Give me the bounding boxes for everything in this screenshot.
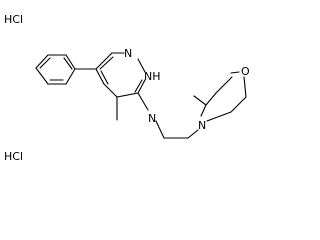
bond	[137, 92, 149, 111]
bond	[155, 120, 165, 139]
bond	[63, 57, 73, 70]
bond	[230, 71, 240, 74]
bond	[65, 68, 76, 85]
phenyl-ring	[35, 54, 76, 85]
bond	[215, 76, 233, 94]
bond	[230, 96, 247, 113]
bond	[116, 92, 139, 98]
atom-n-ring: N	[124, 47, 132, 60]
bond	[103, 83, 118, 98]
morpholine-ring	[193, 71, 247, 122]
bond	[200, 104, 207, 117]
bond	[95, 68, 105, 85]
bond	[205, 92, 217, 106]
atom-n-morpholine: N	[198, 119, 206, 132]
bond	[206, 111, 232, 122]
bond	[65, 54, 76, 70]
bond	[99, 56, 114, 70]
pyridazine-ring	[95, 52, 146, 98]
atom-o-morpholine: O	[241, 65, 250, 78]
chemical-structure: HCl HCl N NH N N O	[4, 13, 250, 163]
atom-nh-ring: NH	[144, 70, 161, 83]
bond	[100, 70, 109, 85]
bond	[193, 95, 207, 106]
bond	[95, 52, 113, 70]
bond	[35, 67, 49, 85]
bond	[243, 76, 247, 98]
bond	[39, 57, 51, 69]
hcl-label-bottom: HCl	[4, 150, 23, 163]
bond	[187, 129, 199, 139]
bond	[35, 54, 49, 69]
atom-n-amine: N	[148, 112, 156, 125]
bond	[134, 79, 143, 93]
bond	[137, 79, 146, 94]
bond	[137, 58, 146, 73]
hcl-label-top: HCl	[4, 13, 23, 26]
